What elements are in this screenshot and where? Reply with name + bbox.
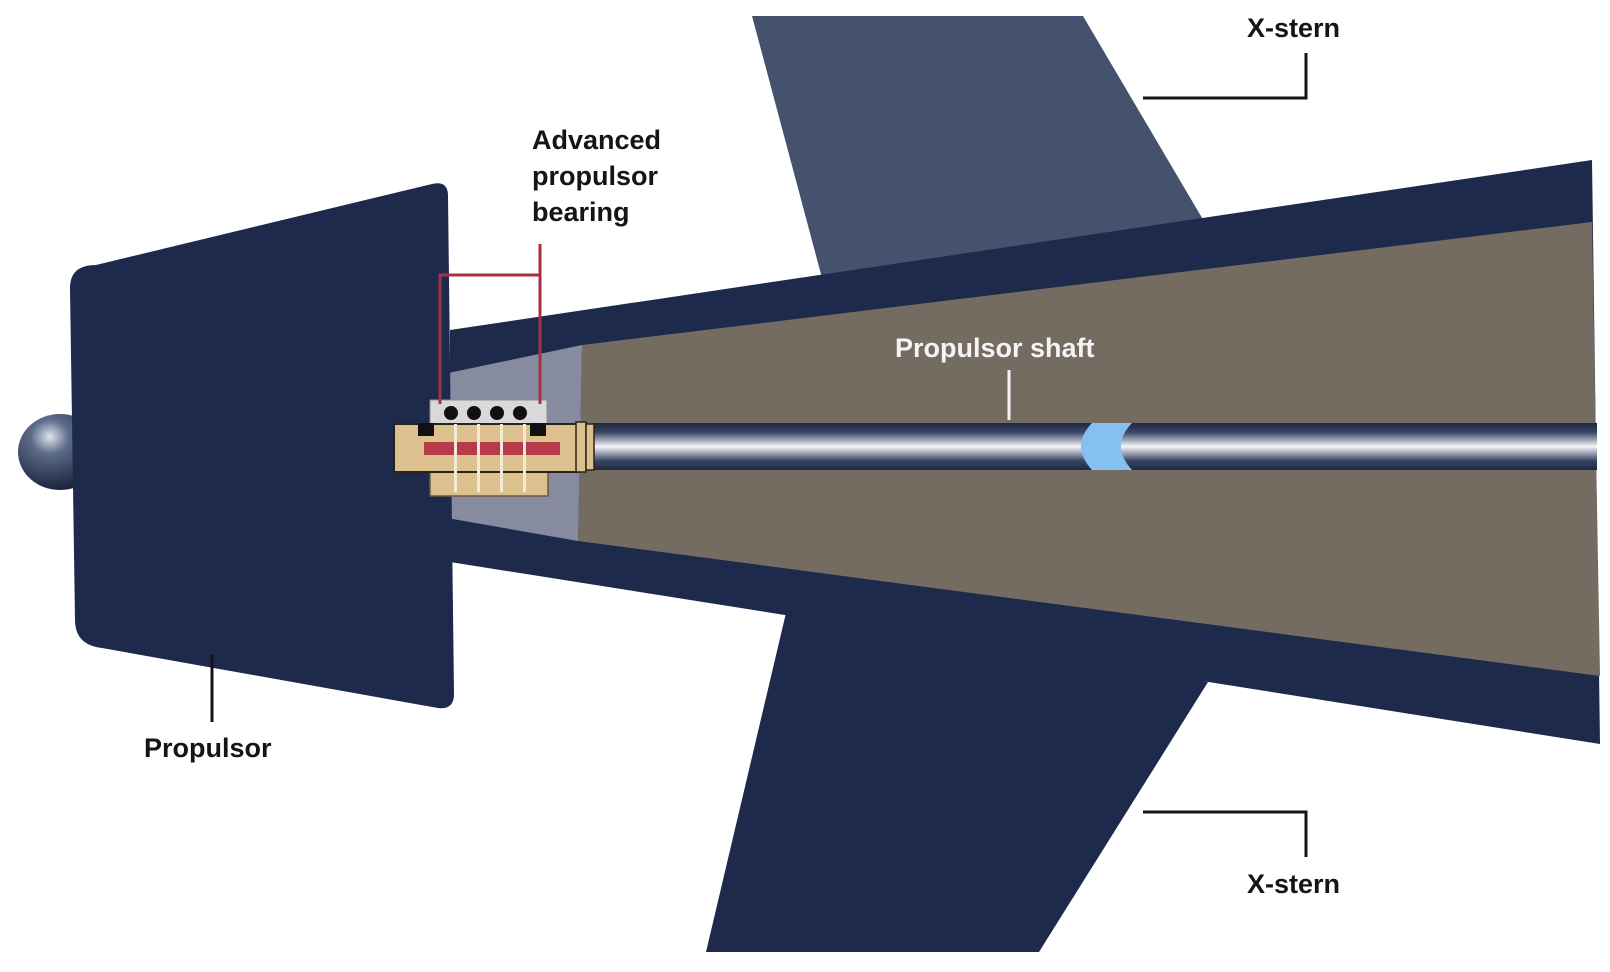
x-stern-top-callout-line [1143,53,1308,100]
bearing-assembly [393,399,595,497]
bearing-seal-right [530,423,546,436]
x-stern-bottom-callout-line [1143,810,1308,857]
x-stern-upper-fin [752,16,1208,278]
propulsor-body [70,183,454,709]
bearing-seal-left [418,423,434,436]
bearing-inner-sleeve [424,442,560,455]
bearing-spacer [454,424,457,492]
bearing-roller [513,406,527,420]
shaft-label: Propulsor shaft [895,333,1095,363]
bearing-lower-flange [429,469,549,497]
bearing-label: Advanced propulsor bearing [532,125,669,227]
bearing-callout-line [438,273,542,404]
bearing-spacer [523,424,526,492]
shaft-coupling [1081,423,1132,470]
propulsor-label: Propulsor [144,733,272,763]
bearing-roller [444,406,458,420]
bearing-label-line1: Advanced [532,125,661,155]
bearing-spacer [477,424,480,492]
x-stern-bottom-label: X-stern [1247,869,1340,899]
bearing-roller [467,406,481,420]
x-stern-lower-fin [706,596,1208,952]
x-stern-top-label: X-stern [1247,13,1340,43]
bearing-label-line3: bearing [532,197,630,227]
bearing-spacer [500,424,503,492]
bearing-shaft-collar [585,423,595,471]
bearing-label-line2: propulsor [532,161,658,191]
bearing-shaft-collar [575,421,587,473]
bearing-roller [490,406,504,420]
